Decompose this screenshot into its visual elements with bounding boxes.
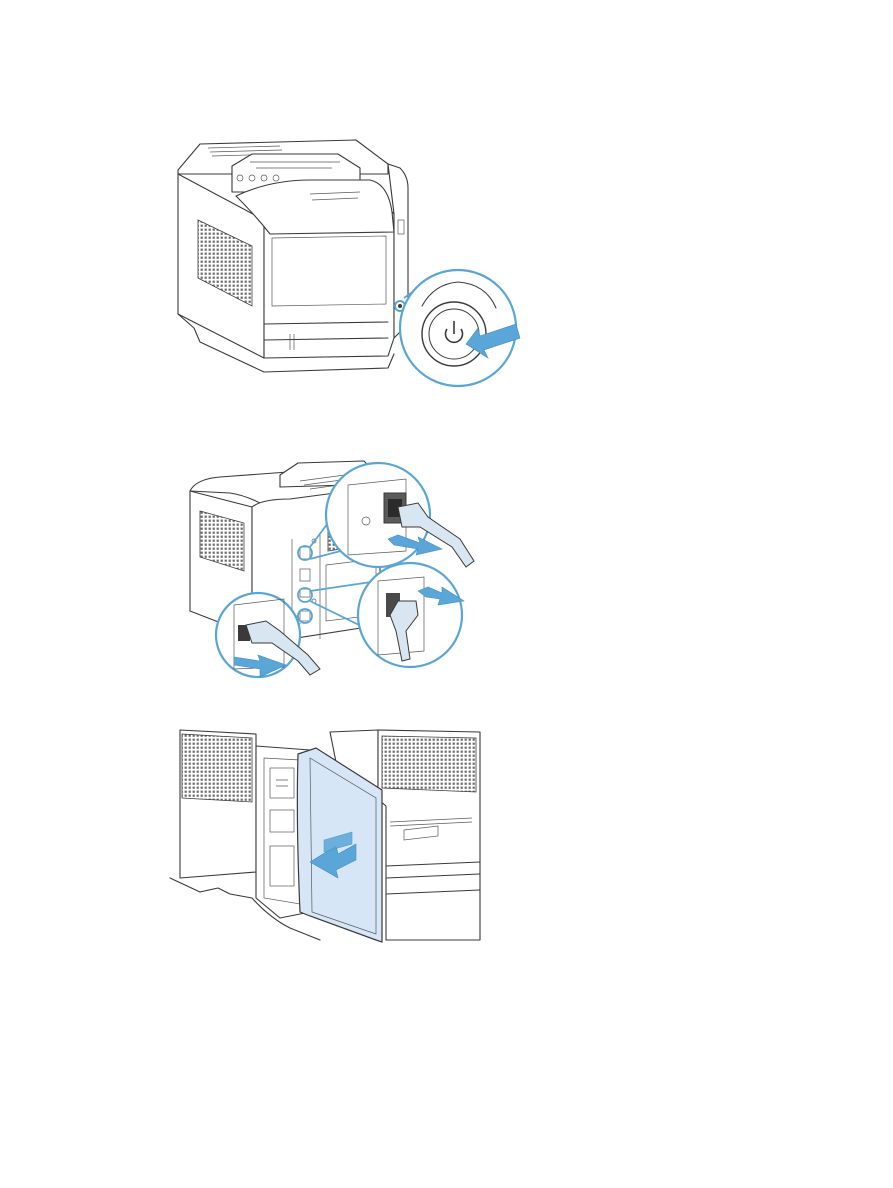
pull-arrow-icon bbox=[387, 534, 443, 556]
power-button-icon bbox=[398, 268, 518, 388]
remove-cover-figure bbox=[160, 722, 500, 952]
usb-cable-icon bbox=[214, 591, 321, 679]
power-cord-icon bbox=[356, 561, 464, 669]
power-button-figure bbox=[160, 128, 530, 398]
push-arrow-icon bbox=[465, 323, 521, 359]
pull-arrow-icon bbox=[417, 586, 465, 606]
disconnect-cables-figure bbox=[180, 455, 480, 685]
network-cable-icon bbox=[324, 461, 475, 569]
printer-front-icon bbox=[177, 139, 409, 373]
pull-arrow-icon bbox=[233, 654, 287, 678]
